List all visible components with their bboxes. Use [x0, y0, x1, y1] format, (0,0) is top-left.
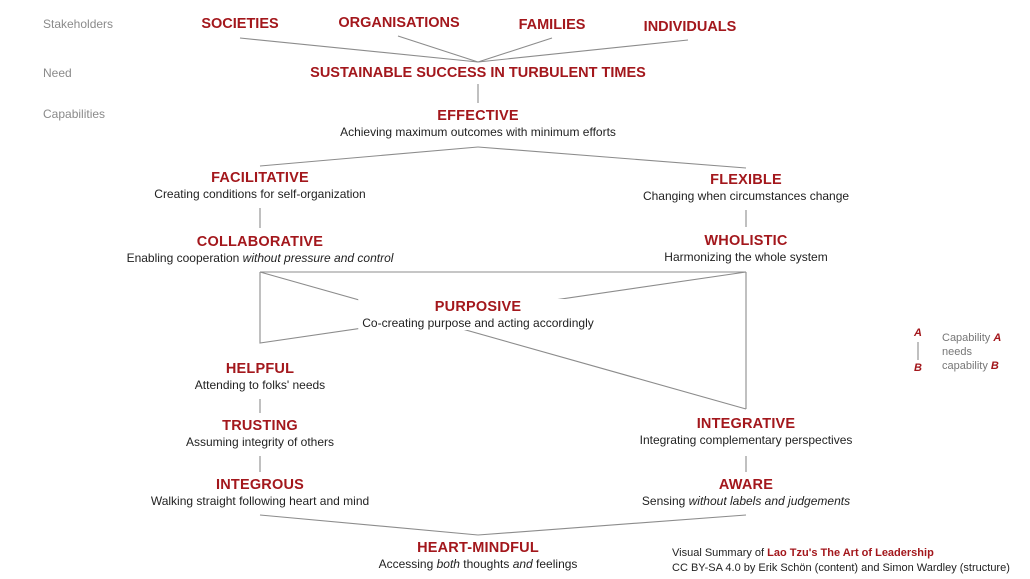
node-desc: Attending to folks' needs [194, 378, 326, 392]
node-heart-mindful: HEART-MINDFUL Accessing both thoughts an… [379, 540, 578, 571]
node-title: AWARE [718, 477, 774, 493]
credit-text: Visual Summary of [672, 547, 768, 559]
node-desc: Achieving maximum outcomes with minimum … [340, 125, 616, 139]
legend-b-marker: B [914, 362, 922, 374]
node-title: FLEXIBLE [710, 172, 782, 188]
legend-a-marker: A [914, 327, 922, 339]
node-integrous: INTEGROUS Walking straight following hea… [151, 477, 369, 508]
node-facilitative: FACILITATIVE Creating conditions for sel… [154, 170, 365, 201]
stakeholders-label: Stakeholders [43, 17, 114, 31]
credit-book-title: Lao Tzu's The Art of Leadership [767, 547, 934, 559]
node-title: FACILITATIVE [211, 170, 309, 186]
node-desc-emphasis: both [436, 557, 460, 571]
stakeholder-families: FAMILIES [518, 17, 586, 33]
stakeholder-societies: SOCIETIES [201, 16, 279, 32]
legend-line-2: needs [942, 346, 972, 358]
node-desc: Co-creating purpose and acting according… [362, 316, 594, 330]
node-desc-emphasis: without pressure and control [242, 251, 394, 265]
node-purposive: PURPOSIVE Co-creating purpose and acting… [358, 299, 598, 330]
credit: Visual Summary of Lao Tzu's The Art of L… [672, 546, 1010, 576]
legend-text-part: Capability [942, 332, 994, 344]
node-desc: Assuming integrity of others [185, 435, 335, 449]
node-desc: Integrating complementary perspectives [639, 433, 853, 447]
node-desc-text: Sensing [641, 494, 689, 508]
node-desc: Harmonizing the whole system [664, 250, 828, 264]
node-title: WHOLISTIC [704, 233, 788, 249]
node-desc: Enabling cooperation without pressure an… [127, 251, 394, 265]
legend-text-em: B [990, 360, 999, 372]
node-title: COLLABORATIVE [196, 234, 324, 250]
node-helpful: HELPFUL Attending to folks' needs [195, 361, 325, 392]
node-trusting: TRUSTING Assuming integrity of others [186, 418, 334, 449]
node-title: INTEGRATIVE [696, 416, 796, 432]
legend-text-em: A [993, 332, 1002, 344]
node-flexible: FLEXIBLE Changing when circumstances cha… [643, 172, 849, 203]
need-label: Need [43, 66, 72, 80]
node-desc-text: thoughts [459, 557, 513, 571]
node-desc-text: feelings [532, 557, 578, 571]
node-desc: Sensing without labels and judgements [642, 494, 850, 508]
legend-line-1: Capability A [942, 331, 1001, 345]
node-desc-text: Accessing [378, 557, 437, 571]
stakeholder-individuals: INDIVIDUALS [643, 19, 737, 35]
capabilities-label: Capabilities [43, 107, 106, 121]
node-desc: Walking straight following heart and min… [150, 494, 370, 508]
node-integrative: INTEGRATIVE Integrating complementary pe… [640, 416, 853, 447]
node-collaborative: COLLABORATIVE Enabling cooperation witho… [127, 234, 394, 265]
node-title: EFFECTIVE [437, 108, 519, 124]
node-wholistic: WHOLISTIC Harmonizing the whole system [664, 233, 827, 264]
legend-text: Capability A needs capability B [942, 331, 1001, 373]
node-title: HEART-MINDFUL [417, 540, 539, 556]
node-title: INTEGROUS [216, 477, 304, 493]
node-desc: Creating conditions for self-organizatio… [154, 187, 366, 201]
node-title: TRUSTING [222, 418, 298, 434]
credit-line-1: Visual Summary of Lao Tzu's The Art of L… [672, 546, 1010, 561]
credit-line-2: CC BY-SA 4.0 by Erik Schön (content) and… [672, 562, 1010, 574]
node-desc-emphasis: without labels and judgements [688, 494, 851, 508]
node-desc-emphasis: and [512, 557, 533, 571]
node-desc: Changing when circumstances change [642, 189, 850, 203]
node-title: HELPFUL [225, 361, 295, 377]
legend-line-3: capability B [942, 359, 1001, 373]
node-effective: EFFECTIVE Achieving maximum outcomes wit… [340, 108, 616, 139]
stakeholder-organisations: ORGANISATIONS [338, 15, 460, 31]
node-desc: Accessing both thoughts and feelings [379, 557, 578, 571]
node-title: PURPOSIVE [434, 299, 522, 315]
node-aware: AWARE Sensing without labels and judgeme… [642, 477, 850, 508]
legend-text-part: capability [942, 360, 991, 372]
need-sustainable-success: SUSTAINABLE SUCCESS IN TURBULENT TIMES [310, 65, 646, 81]
node-desc-text: Enabling cooperation [126, 251, 243, 265]
